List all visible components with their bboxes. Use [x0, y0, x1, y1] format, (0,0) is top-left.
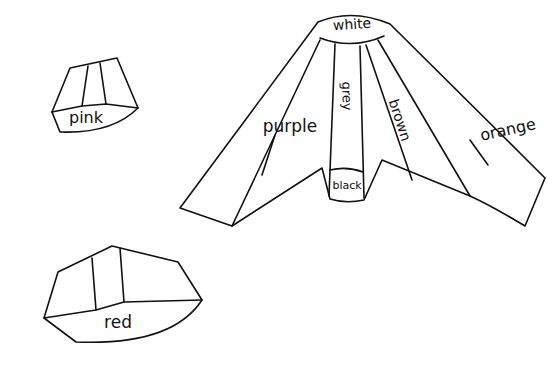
pink-edge [100, 63, 106, 104]
cap-edge [320, 36, 384, 44]
color-label: black [330, 179, 363, 192]
pink-solid [52, 58, 138, 132]
pink-outline [52, 58, 138, 132]
color-label: pink [67, 109, 105, 127]
strip-edge [378, 40, 470, 196]
color-label: grey [339, 79, 355, 113]
strip-edge [329, 44, 335, 196]
strip-edge [360, 46, 364, 198]
red-outline [44, 246, 202, 342]
color-label: purple [261, 117, 320, 136]
red-edge [120, 248, 124, 302]
color-label: brown [385, 95, 415, 145]
face-edge [232, 40, 320, 226]
pink-edge [82, 66, 88, 106]
color-label: white [330, 15, 373, 34]
red-solid [44, 246, 202, 342]
detail-line [262, 135, 275, 175]
pyramid-solid [180, 15, 545, 226]
color-label: red [102, 313, 134, 332]
strip-edge [330, 168, 363, 172]
pyramid-outline [180, 15, 545, 226]
red-edge [92, 258, 96, 310]
